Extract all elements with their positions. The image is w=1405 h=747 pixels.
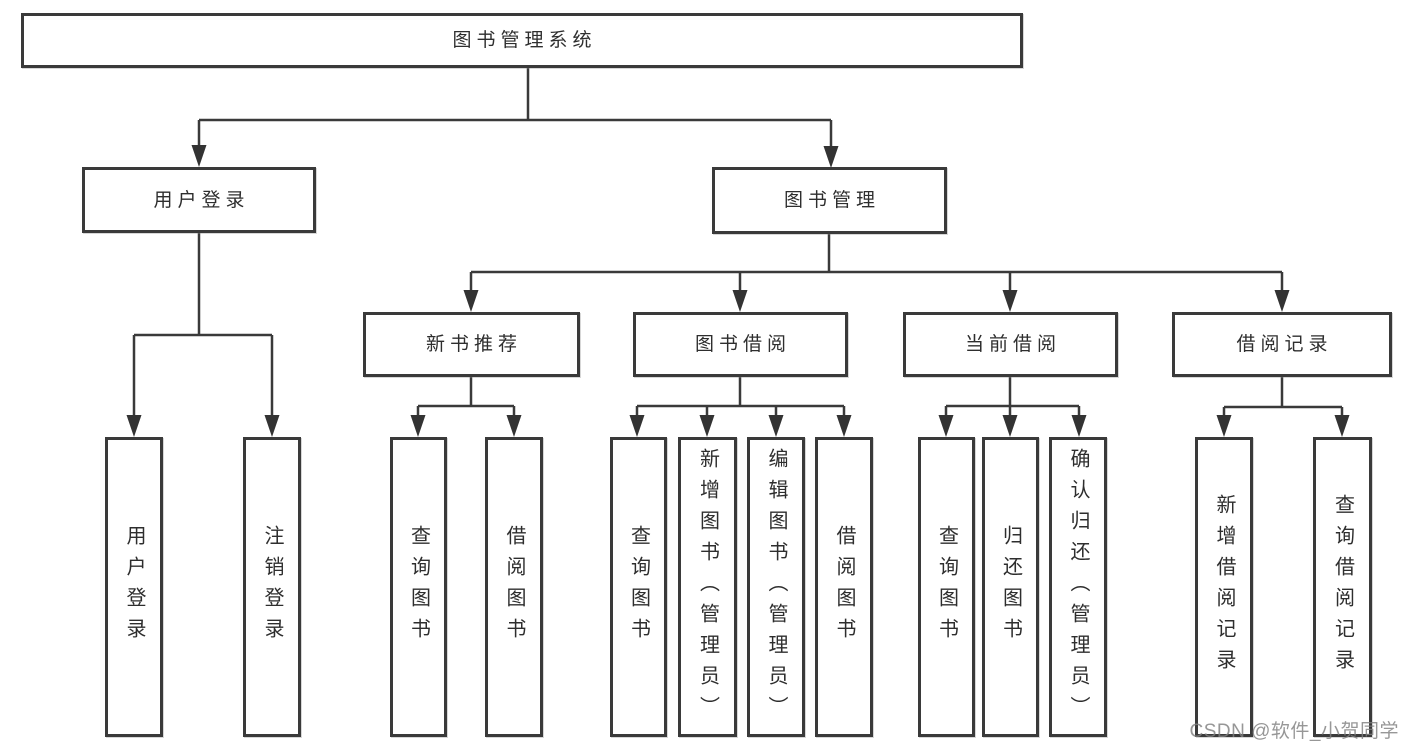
arrowheads [126,145,1350,437]
node-label: 图书借阅 [694,334,791,355]
node-label: 查询借阅记录 [1331,494,1354,680]
node-borrow-books-1: 借阅图书 [485,437,543,737]
node-current-borrowing: 当前借阅 [903,312,1118,377]
node-label: 图书管理系统 [452,30,597,51]
node-label: 查询图书 [935,525,958,649]
node-book-management: 图书管理 [712,167,947,234]
node-label: 编辑图书（管理员） [765,447,787,727]
node-edit-book-admin: 编辑图书（管理员） [747,437,805,737]
node-label: 查询图书 [407,525,430,649]
node-label: 用户登录 [153,189,250,211]
tree-skeleton [134,66,1342,409]
node-user-login-action: 用户登录 [105,437,163,737]
node-query-books-1: 查询图书 [390,437,447,737]
arrow-shafts [132,120,1344,420]
node-label: 新增图书（管理员） [696,447,719,727]
node-add-borrow-record: 新增借阅记录 [1195,437,1253,737]
node-label: 注销登录 [261,525,283,649]
node-book-borrowing: 图书借阅 [633,312,848,377]
node-label: 借阅图书 [503,525,525,649]
node-label: 新增借阅记录 [1213,494,1235,680]
node-label: 当前借阅 [964,334,1061,355]
node-new-book-recommendation: 新书推荐 [363,312,580,377]
node-label: 查询图书 [627,525,650,649]
node-borrow-books-2: 借阅图书 [815,437,873,737]
node-label: 确认归还（管理员） [1067,447,1089,727]
node-add-book-admin: 新增图书（管理员） [678,437,737,737]
node-logout: 注销登录 [243,437,301,737]
node-label: 图书管理 [783,190,880,211]
node-label: 用户登录 [123,525,145,649]
node-label: 借阅图书 [833,525,855,649]
node-user-login: 用户登录 [82,167,316,233]
node-query-books-2: 查询图书 [610,437,667,737]
node-return-books: 归还图书 [982,437,1039,737]
node-library-management-system: 图书管理系统 [21,13,1023,68]
node-label: 新书推荐 [425,334,522,355]
node-borrowing-records: 借阅记录 [1172,312,1392,377]
node-confirm-return-admin: 确认归还（管理员） [1049,437,1107,737]
node-query-books-3: 查询图书 [918,437,975,737]
node-label: 归还图书 [999,525,1022,649]
node-label: 借阅记录 [1236,334,1333,355]
watermark: CSDN @软件_小贺同学 [1189,721,1399,742]
node-query-borrow-record: 查询借阅记录 [1313,437,1372,737]
